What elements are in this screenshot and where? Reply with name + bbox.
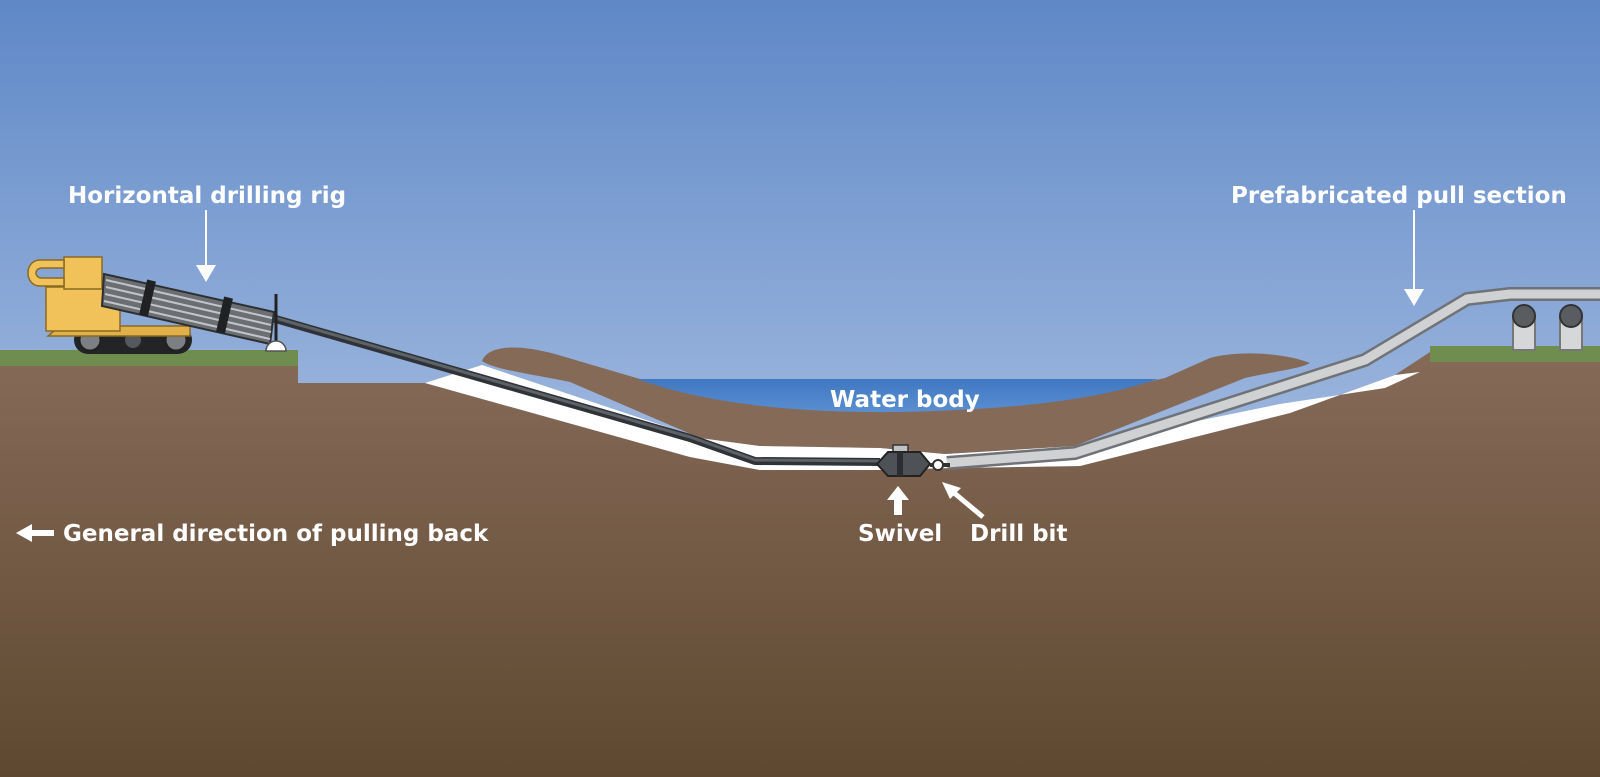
soil	[0, 352, 1600, 777]
drilling-rig	[27, 256, 287, 354]
grass-right	[1430, 346, 1600, 362]
arrow-down-icon	[1404, 210, 1424, 306]
drill-bit	[930, 459, 950, 471]
arrow-up-icon	[887, 486, 909, 515]
grass-left	[0, 350, 298, 366]
label-rig: Horizontal drilling rig	[68, 183, 346, 209]
arrow-left-icon	[16, 524, 54, 542]
bore-channel	[425, 365, 1420, 470]
label-water-body: Water body	[830, 387, 980, 413]
label-direction: General direction of pulling back	[63, 521, 489, 547]
label-pull-section: Prefabricated pull section	[1231, 183, 1567, 209]
label-swivel: Swivel	[858, 521, 942, 547]
riverbed	[482, 347, 1310, 454]
arrow-up-left-icon	[942, 482, 985, 519]
pipe-rollers	[1512, 304, 1583, 351]
arrow-down-icon	[196, 210, 216, 282]
label-drill-bit: Drill bit	[970, 521, 1067, 547]
water-body	[637, 379, 1158, 413]
